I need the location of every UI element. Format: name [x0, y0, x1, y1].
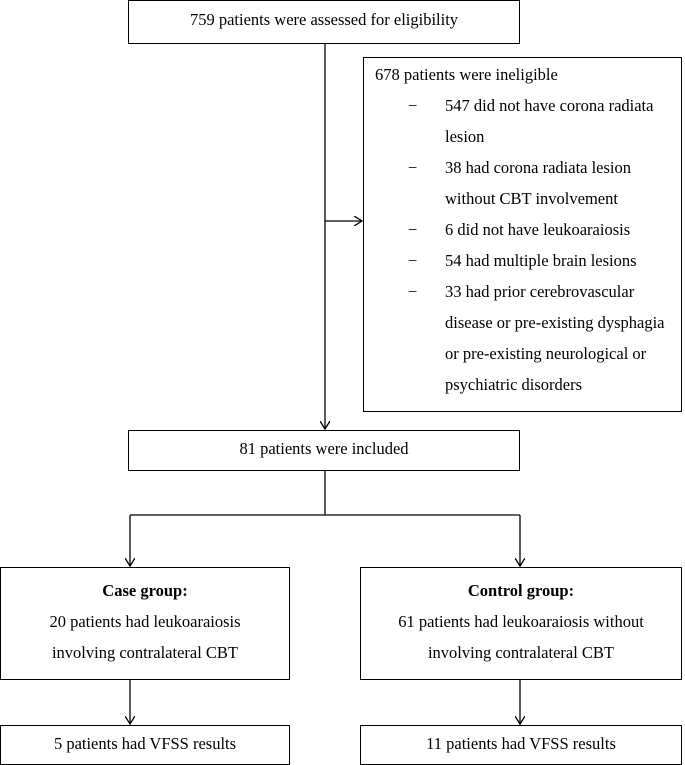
assessed-box: 759 patients were assessed for eligibili… [128, 0, 520, 44]
control-group-line2: involving contralateral CBT [427, 643, 615, 662]
control-group-line1: 61 patients had leukoaraiosis without [398, 612, 644, 631]
ineligible-item-text: 38 had corona radiata lesion without CBT… [445, 158, 632, 208]
ineligible-item: − 54 had multiple brain lesions [375, 245, 681, 276]
ineligible-item: − 547 did not have corona radiata lesion [375, 90, 681, 152]
dash-bullet: − [408, 220, 418, 239]
ineligible-item-text: 33 had prior cerebrovascular disease or … [445, 282, 665, 394]
case-group-line1: 20 patients had leukoaraiosis [49, 612, 241, 631]
control-group-box: Control group: 61 patients had leukoarai… [360, 567, 682, 680]
dash-bullet: − [408, 282, 418, 301]
control-vfss-text: 11 patients had VFSS results [426, 734, 616, 753]
ineligible-item-text: 54 had multiple brain lesions [445, 251, 637, 270]
control-group-title: Control group: [467, 581, 575, 600]
dash-bullet: − [408, 251, 418, 270]
ineligible-item: − 38 had corona radiata lesion without C… [375, 152, 681, 214]
ineligible-heading: 678 patients were ineligible [375, 65, 558, 84]
included-text: 81 patients were included [239, 439, 409, 458]
ineligible-item: − 33 had prior cerebrovascular disease o… [375, 276, 681, 400]
ineligible-box: 678 patients were ineligible − 547 did n… [363, 57, 682, 412]
control-vfss-box: 11 patients had VFSS results [360, 725, 682, 765]
case-vfss-box: 5 patients had VFSS results [0, 725, 290, 765]
ineligible-item: − 6 did not have leukoaraiosis [375, 214, 681, 245]
ineligible-item-text: 6 did not have leukoaraiosis [445, 220, 631, 239]
dash-bullet: − [408, 158, 418, 177]
case-group-box: Case group: 20 patients had leukoaraiosi… [0, 567, 290, 680]
case-vfss-text: 5 patients had VFSS results [53, 734, 237, 753]
case-group-title: Case group: [102, 581, 188, 600]
ineligible-item-text: 547 did not have corona radiata lesion [445, 96, 654, 146]
assessed-text: 759 patients were assessed for eligibili… [189, 10, 459, 29]
included-box: 81 patients were included [128, 430, 520, 471]
dash-bullet: − [408, 96, 418, 115]
case-group-line2: involving contralateral CBT [51, 643, 239, 662]
